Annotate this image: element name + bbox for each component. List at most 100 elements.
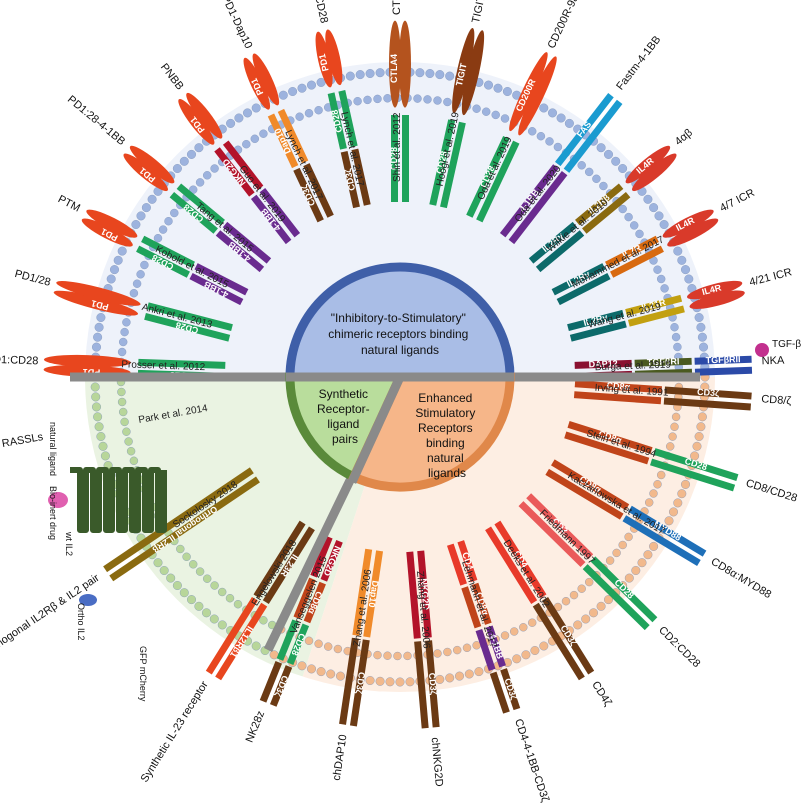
domain-nkg2d (222, 140, 264, 190)
domain-cd2 (518, 501, 586, 568)
domain-cd8α (567, 421, 653, 454)
lipid-head (413, 94, 422, 103)
domain-cd3ζ (532, 602, 585, 681)
receptor-name: chNKG2D (429, 737, 445, 787)
domain-tgfβrii (694, 355, 752, 365)
domain-dap10 (267, 113, 299, 169)
lipid-head (696, 422, 706, 432)
domain-il4r (689, 290, 745, 309)
lipid-head (259, 616, 268, 625)
domain-label: PD1 (317, 53, 331, 72)
lipid-head (345, 71, 355, 81)
domain-cd3ζ (351, 148, 371, 206)
lipid-head (435, 674, 445, 684)
lipid-head (307, 80, 317, 90)
domain-orthogonal il2rβ (109, 476, 260, 582)
lipid-head (581, 614, 591, 624)
receptor-name: PTM (56, 193, 82, 214)
domain-cd3ζ (339, 637, 359, 725)
domain-il4r (632, 153, 677, 192)
lipid-head (176, 544, 185, 554)
domain-cd8α (573, 391, 662, 405)
domain-il2rβ (582, 191, 631, 234)
receptor-name: CD200R-9aas-CD28cys (546, 0, 607, 51)
domain-label: PD1 (90, 298, 109, 312)
domain-il2rγ (567, 309, 625, 332)
domain-cd8α (303, 581, 326, 624)
lipid-head (510, 627, 519, 636)
lipid-head (373, 94, 382, 104)
lipid-head (443, 97, 452, 107)
lipid-head (599, 181, 608, 191)
lipid-head (455, 671, 465, 681)
lipid-head (395, 677, 405, 687)
lipid-head (649, 489, 658, 498)
domain-pd1 (186, 92, 223, 139)
lipid-head (618, 204, 627, 214)
domain-cd8α (461, 586, 482, 629)
domain-4-1bb (475, 628, 496, 671)
lipid-head (172, 581, 182, 591)
ortho-il2-label: Ortho IL2 (76, 603, 86, 641)
domain-cd3ζ (349, 639, 370, 727)
receptor-name: PNBB (158, 61, 186, 92)
lipid-head (649, 541, 659, 551)
lipid-head (530, 646, 540, 656)
lipid-head (654, 211, 664, 221)
lipid-head (120, 417, 129, 427)
lipid-head (673, 246, 683, 256)
receptor-name: PD1/28 (13, 268, 52, 289)
lipid-head (94, 322, 104, 332)
domain-label: TGFβRII (705, 354, 740, 365)
lipid-head (304, 108, 314, 118)
lipid-head (194, 601, 204, 611)
lipid-head (669, 507, 679, 517)
domain-cd28 (582, 564, 650, 631)
lipid-head (692, 441, 702, 451)
lipid-head (202, 574, 212, 583)
domain-cd3ζ (259, 661, 283, 703)
lipid-head (393, 651, 402, 661)
lipid-head (415, 68, 425, 78)
domain-label: CD28 (434, 150, 449, 175)
lipid-head (153, 233, 163, 243)
lipid-head (536, 131, 546, 141)
lipid-head (612, 548, 621, 558)
domain-cd200r (518, 56, 557, 136)
domain-nkg2d (406, 551, 421, 639)
lipid-head (548, 108, 558, 118)
lipid-head (445, 71, 455, 81)
lipid-head (596, 143, 606, 153)
domain-cd200r (509, 52, 548, 132)
domain-label: IL4R (701, 282, 723, 297)
domain-4-1bb (508, 170, 568, 245)
lipid-head (464, 669, 474, 679)
domain-label: Dap10 (367, 580, 381, 608)
domain-pd1 (325, 29, 343, 86)
lipid-head (113, 255, 123, 265)
lipid-head (120, 327, 129, 337)
lipid-head (242, 139, 251, 149)
lipid-head (336, 671, 346, 681)
lipid-head (573, 620, 583, 630)
enhanced-sector (348, 372, 515, 492)
domain-cd3ζ (269, 665, 293, 707)
lipid-head (684, 274, 694, 284)
receptor-name: 4/7 ICR (718, 187, 757, 215)
lipid-head (153, 558, 163, 568)
lipid-head (545, 137, 554, 146)
lipid-head (242, 108, 252, 118)
inhibitory-sector (285, 262, 515, 382)
lipid-head (577, 161, 586, 170)
domain-il2rγ (556, 272, 611, 306)
domain-pd1 (81, 218, 133, 247)
lipid-head (166, 573, 176, 583)
domain-cd3ζ (542, 596, 595, 675)
domain-label: PD1 (83, 367, 101, 378)
lipid-head (117, 387, 126, 397)
lipid-head (604, 149, 614, 159)
